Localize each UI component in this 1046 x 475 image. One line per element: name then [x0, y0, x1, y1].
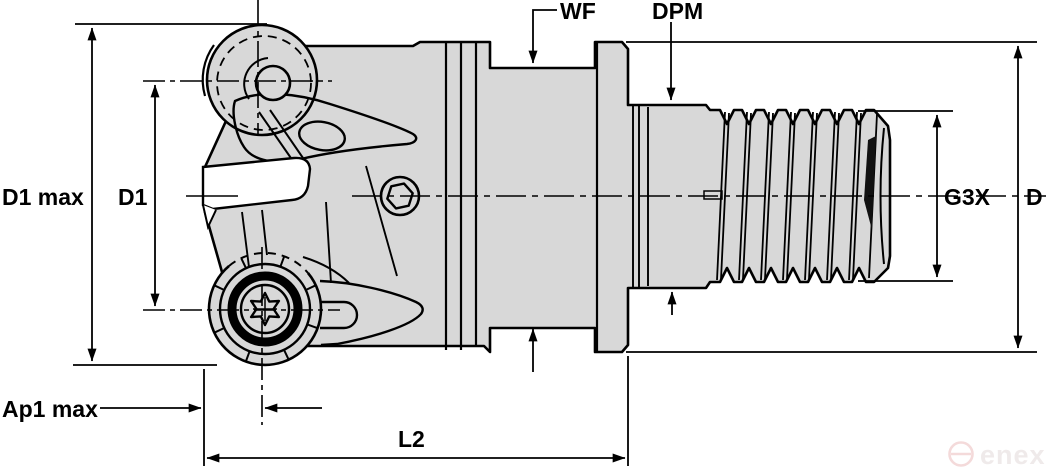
dimension-dpm: [666, 22, 677, 315]
dimension-d1-max: [73, 23, 267, 366]
wf-leader: [528, 9, 557, 64]
insert-serration-ticks: [213, 256, 318, 362]
brand-logo-icon: [948, 441, 974, 467]
label-ap1-max: Ap1 max: [2, 396, 98, 422]
top-insert: [201, 23, 418, 163]
dimension-labels: D1 max D1 WF DPM G3X D Ap1 max L2: [2, 0, 1043, 452]
screw-center-cross: [253, 297, 277, 321]
label-g3x: G3X: [944, 184, 991, 210]
bottom-pocket-slot: [320, 300, 359, 330]
top-insert-hidden-circle: [216, 35, 312, 131]
top-insert-rim-arc: [201, 44, 215, 97]
pocket-wall-lines: [241, 165, 398, 284]
bottom-pocket-back-wall: [302, 256, 350, 284]
label-dpm: DPM: [652, 0, 703, 24]
side-insert-tip: [202, 204, 217, 231]
bottom-insert-outer-dashed: [228, 251, 309, 274]
thread-shaded-flank: [864, 136, 876, 230]
thread-relief-mark: [703, 190, 723, 200]
brand-watermark: enex: [948, 440, 1046, 470]
dimension-ap1-max: [100, 369, 322, 466]
label-d: D: [1026, 184, 1043, 210]
label-d1: D1: [118, 184, 148, 210]
dimensions: [73, 9, 1037, 466]
label-d1-max: D1 max: [2, 184, 84, 210]
dimension-wf: [528, 9, 557, 372]
bottom-insert: [207, 251, 424, 367]
screw-head-ring: [227, 271, 303, 347]
brand-watermark-text: enex: [980, 440, 1046, 470]
bottom-pocket-wedge: [319, 279, 424, 347]
dimension-d: [626, 41, 1037, 353]
pocket-edge-lines: [258, 109, 304, 162]
dimension-g3x: [858, 110, 953, 282]
centerlines: [143, 0, 1046, 425]
label-wf: WF: [560, 0, 596, 24]
insert-pocket: [232, 92, 418, 163]
pocket-slot: [298, 120, 346, 152]
top-screw-hole: [254, 64, 292, 102]
screw-counterbore-arc: [243, 57, 269, 100]
dimension-l2: [206, 356, 629, 466]
label-l2: L2: [398, 426, 425, 452]
